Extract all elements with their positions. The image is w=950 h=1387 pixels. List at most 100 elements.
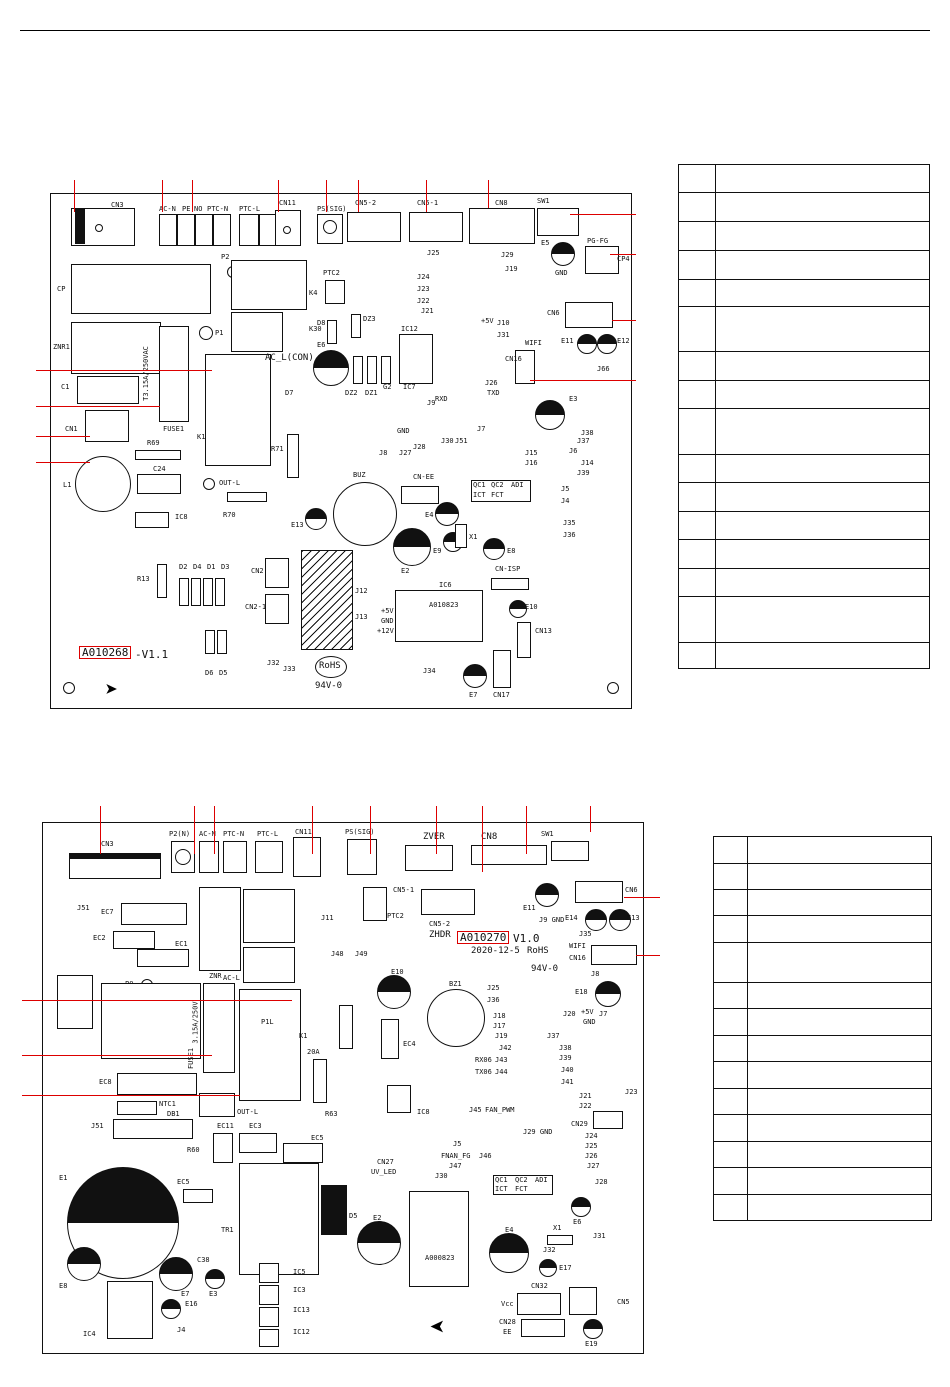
label: L1 (63, 481, 72, 489)
label: ICT (473, 491, 486, 499)
label: IC3 (293, 1286, 306, 1294)
x1-crystal (455, 524, 467, 548)
r64-resistor (339, 1005, 353, 1049)
label: J13 (355, 613, 368, 621)
ptcl-terminal (239, 214, 259, 246)
label: CN8 (495, 199, 508, 207)
label: AC-L (223, 974, 240, 982)
label: EC1 (175, 940, 188, 948)
db1-bridge (113, 1119, 193, 1139)
mounting-hole (63, 682, 75, 694)
buzzer (333, 482, 397, 546)
label: E11 (561, 337, 574, 345)
label: D2 (179, 563, 188, 571)
label: J35 (563, 519, 576, 527)
top-rule (20, 30, 930, 31)
label: ICT (495, 1185, 508, 1193)
label: J24 (585, 1132, 598, 1140)
label: E16 (185, 1300, 198, 1308)
label: FUSE1 (187, 1047, 196, 1070)
label: J29 (501, 251, 514, 259)
diode-d3 (215, 578, 225, 606)
label: IC12 (293, 1328, 310, 1336)
label: OUT-L (237, 1108, 259, 1116)
callout-table-1 (678, 164, 930, 669)
label: J42 (499, 1044, 512, 1052)
label: C1 (61, 383, 70, 391)
label: FNAN_FG (441, 1152, 471, 1160)
label: D6 (205, 669, 214, 677)
capacitor-e3 (535, 400, 565, 430)
ec1-capacitor (137, 949, 189, 967)
outl-terminal (199, 1093, 235, 1117)
ptcl-terminal (255, 841, 283, 873)
ec5b-capacitor (183, 1189, 213, 1203)
ic8 (387, 1085, 411, 1113)
label: TXD (487, 389, 500, 397)
label: +5V (481, 317, 494, 325)
label: DZ2 (345, 389, 358, 397)
diode-d6 (205, 630, 215, 654)
label: J31 (497, 331, 510, 339)
label: CN2-1 (245, 603, 267, 611)
label: J51 (77, 904, 90, 912)
label: BZ1 (449, 980, 462, 988)
capacitor-e3 (205, 1269, 225, 1289)
version-suffix: V1.0 (513, 932, 540, 945)
label: J25 (487, 984, 500, 992)
ic8 (135, 512, 169, 528)
ic13 (259, 1307, 279, 1327)
label: EC7 (101, 908, 114, 916)
label: IC8 (417, 1108, 430, 1116)
ptc2-component (363, 887, 387, 921)
cn-ee-connector (401, 486, 439, 504)
ec8-capacitor (117, 1073, 197, 1095)
capacitor-e8 (483, 538, 505, 560)
psfg-connector (585, 246, 619, 274)
pssig-connector (347, 839, 377, 875)
cn6-connector (575, 881, 623, 903)
cn1-connector (85, 410, 129, 442)
label: DZ3 (363, 315, 376, 323)
label: AC_L(CON) (265, 353, 314, 363)
label: CN28 (499, 1318, 516, 1326)
label: J19 (505, 265, 518, 273)
relay-k1 (239, 989, 301, 1101)
label: J25 (585, 1142, 598, 1150)
capacitor-e15 (161, 1299, 181, 1319)
l1-inductor (75, 456, 131, 512)
capacitor-e14 (585, 909, 607, 931)
label: EE (503, 1328, 512, 1336)
label: T3.15A/250VAC (141, 346, 150, 401)
label: D5 (349, 1212, 358, 1220)
label: E11 (523, 904, 536, 912)
label: AC-N (159, 205, 176, 213)
label: EC3 (249, 1122, 262, 1130)
label: P1L (261, 1018, 274, 1026)
label: UV_LED (371, 1168, 397, 1176)
dz3-diode (351, 314, 361, 338)
cn5-2-connector (347, 212, 401, 242)
label: E17 (559, 1264, 572, 1272)
r69-resistor (135, 450, 181, 460)
version-code: A010270 (457, 931, 510, 944)
arrow-right-icon: ➤ (105, 678, 119, 703)
label: EC11 (217, 1122, 234, 1130)
label: QC1 (495, 1176, 508, 1184)
label: GND (583, 1018, 596, 1026)
label: IC8 (175, 513, 188, 521)
label: J9 GND (539, 916, 565, 924)
d5-diode (321, 1185, 347, 1235)
ec4-capacitor (381, 1019, 399, 1059)
label: 94V-0 (315, 681, 343, 691)
ptcn-terminal (195, 214, 213, 246)
label: E4 (505, 1226, 514, 1234)
label: CN5 (617, 1298, 630, 1306)
relay-k1 (205, 354, 271, 466)
label: P1 (215, 329, 224, 337)
label: J27 (399, 449, 412, 457)
label: J12 (355, 587, 368, 595)
label: J66 (597, 365, 610, 373)
label: ZNR (209, 972, 222, 980)
capacitor-e12 (597, 334, 617, 354)
